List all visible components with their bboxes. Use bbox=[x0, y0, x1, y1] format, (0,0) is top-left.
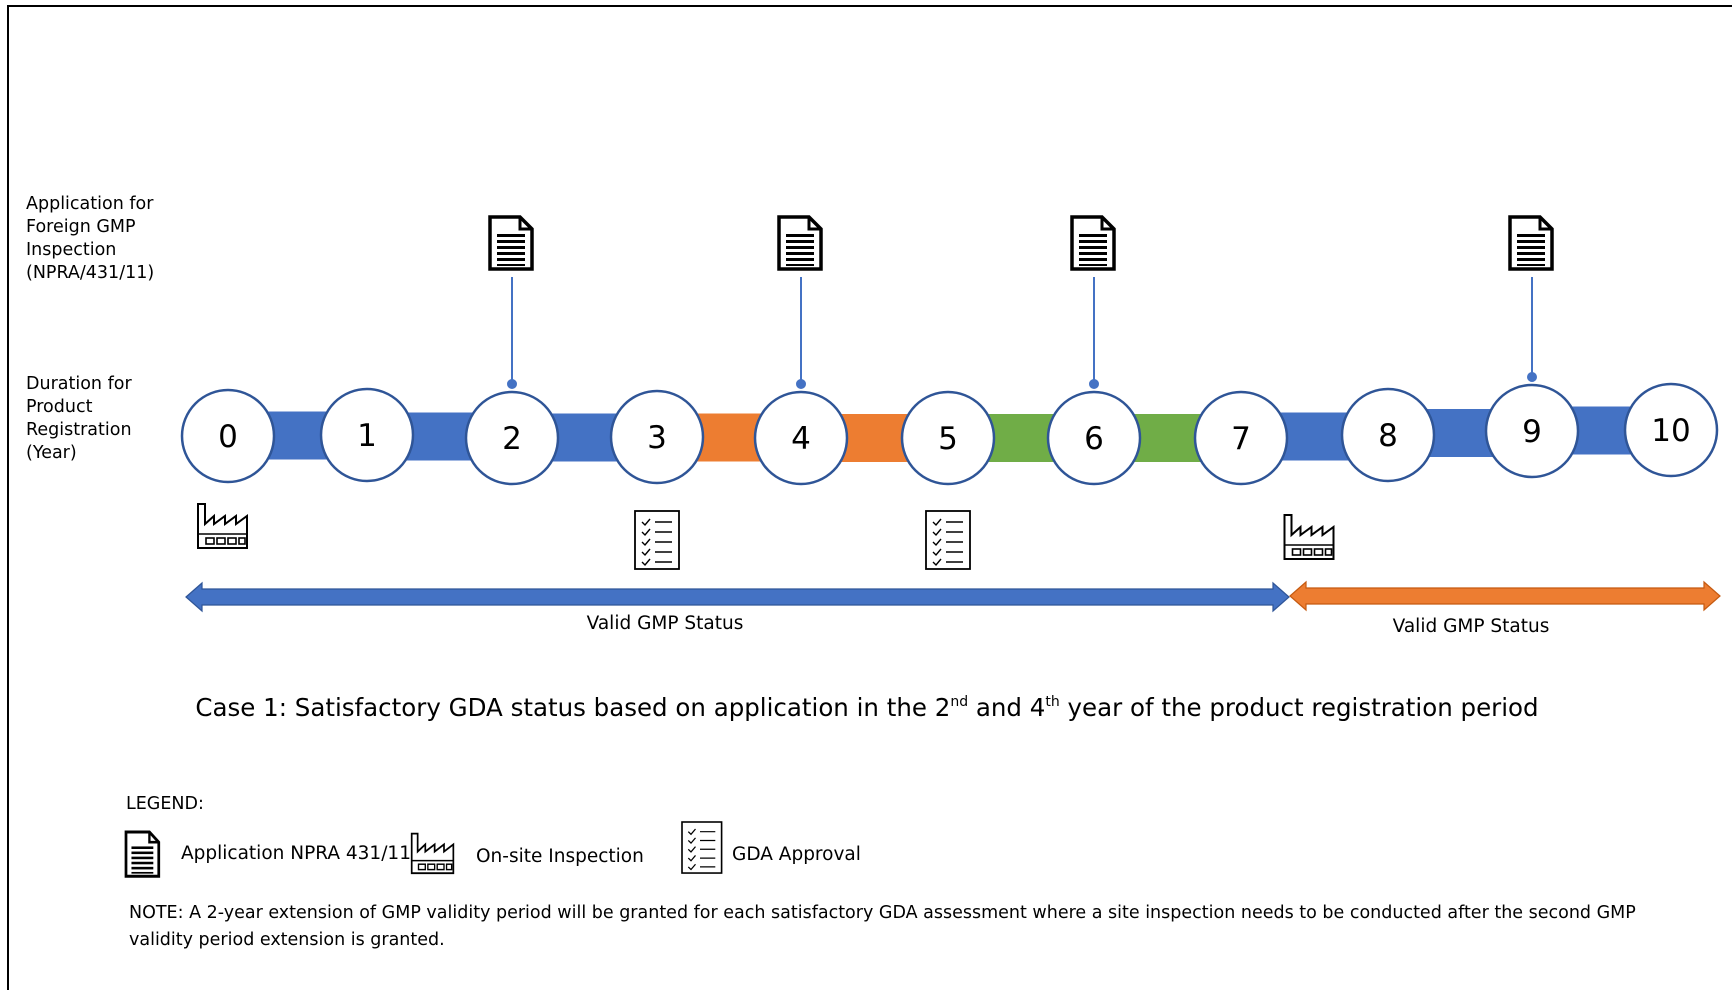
caption-part2: and 4 bbox=[968, 693, 1046, 722]
caption-sup2: th bbox=[1045, 694, 1060, 710]
year-node-3: 3 bbox=[609, 389, 705, 485]
year-label: 9 bbox=[1522, 414, 1542, 450]
year-circle bbox=[1623, 382, 1719, 478]
caption-part1: Case 1: Satisfactory GDA status based on… bbox=[195, 693, 951, 722]
year-label: 0 bbox=[218, 419, 238, 455]
year-node-5: 5 bbox=[900, 390, 996, 486]
application-stem-dot bbox=[796, 379, 806, 389]
year-circle bbox=[1484, 383, 1580, 479]
year-node-9: 9 bbox=[1484, 383, 1580, 479]
legend-inspection-label: On-site Inspection bbox=[476, 846, 644, 867]
legend-application-label: Application NPRA 431/11 bbox=[181, 843, 411, 864]
year-label: 6 bbox=[1084, 421, 1104, 457]
validity-label-extension: Valid GMP Status bbox=[1392, 616, 1550, 637]
validity-arrow-1 bbox=[185, 581, 1290, 613]
year-circle bbox=[1193, 390, 1289, 486]
legend-factory-icon bbox=[410, 832, 455, 875]
legend-document-icon bbox=[124, 830, 161, 878]
validity-arrow-2 bbox=[1289, 580, 1721, 612]
application-stems bbox=[507, 277, 1537, 389]
year-circle bbox=[464, 390, 560, 486]
note-text: NOTE: A 2-year extension of GMP validity… bbox=[129, 903, 1636, 950]
application-document-icon bbox=[1508, 215, 1554, 271]
legend-checklist-icon bbox=[681, 821, 723, 874]
application-document-icon bbox=[488, 215, 534, 271]
validity-arrows bbox=[185, 580, 1721, 613]
application-stem-dot bbox=[1089, 379, 1099, 389]
caption-part3: year of the product registration period bbox=[1059, 693, 1539, 722]
row-label-application: Application for Foreign GMP Inspection (… bbox=[26, 194, 155, 283]
row-label-duration: Duration for Product Registration (Year) bbox=[26, 374, 132, 463]
year-node-1: 1 bbox=[319, 387, 415, 483]
year-node-2: 2 bbox=[464, 390, 560, 486]
year-node-0: 0 bbox=[180, 388, 276, 484]
year-label: 7 bbox=[1231, 421, 1251, 457]
gda-checklist-icon bbox=[634, 510, 680, 570]
caption-sup1: nd bbox=[950, 694, 969, 710]
case-caption: Case 1: Satisfactory GDA status based on… bbox=[0, 693, 1734, 722]
year-circle bbox=[319, 387, 415, 483]
year-node-7: 7 bbox=[1193, 390, 1289, 486]
year-circle bbox=[753, 390, 849, 486]
year-circle bbox=[1340, 387, 1436, 483]
year-circle bbox=[180, 388, 276, 484]
validity-label-first: Valid GMP Status bbox=[586, 613, 744, 634]
inspection-icons bbox=[197, 503, 1335, 560]
year-node-4: 4 bbox=[753, 390, 849, 486]
legend-title: LEGEND: bbox=[126, 794, 204, 814]
year-label: 3 bbox=[647, 420, 667, 456]
figure-frame bbox=[7, 5, 1732, 990]
application-stem-dot bbox=[1527, 372, 1537, 382]
gda-checklist-icon bbox=[925, 510, 971, 570]
year-nodes: 0 1 2 3 4 5 6 7 8 9 10 bbox=[180, 382, 1719, 486]
year-circle bbox=[900, 390, 996, 486]
year-label: 10 bbox=[1651, 413, 1690, 449]
year-label: 5 bbox=[938, 421, 958, 457]
year-node-10: 10 bbox=[1623, 382, 1719, 478]
application-stem-dot bbox=[507, 379, 517, 389]
application-icons bbox=[488, 215, 1554, 271]
year-label: 4 bbox=[791, 421, 811, 457]
application-document-icon bbox=[777, 215, 823, 271]
gda-icons bbox=[634, 510, 971, 570]
legend-gda-label: GDA Approval bbox=[732, 844, 861, 865]
year-node-8: 8 bbox=[1340, 387, 1436, 483]
year-circle bbox=[1046, 390, 1142, 486]
year-label: 1 bbox=[357, 418, 377, 454]
inspection-factory-icon bbox=[197, 503, 248, 549]
year-circle bbox=[609, 389, 705, 485]
year-label: 8 bbox=[1378, 418, 1398, 454]
inspection-factory-icon bbox=[1283, 514, 1335, 560]
application-document-icon bbox=[1070, 215, 1116, 271]
year-node-6: 6 bbox=[1046, 390, 1142, 486]
year-label: 2 bbox=[502, 421, 522, 457]
